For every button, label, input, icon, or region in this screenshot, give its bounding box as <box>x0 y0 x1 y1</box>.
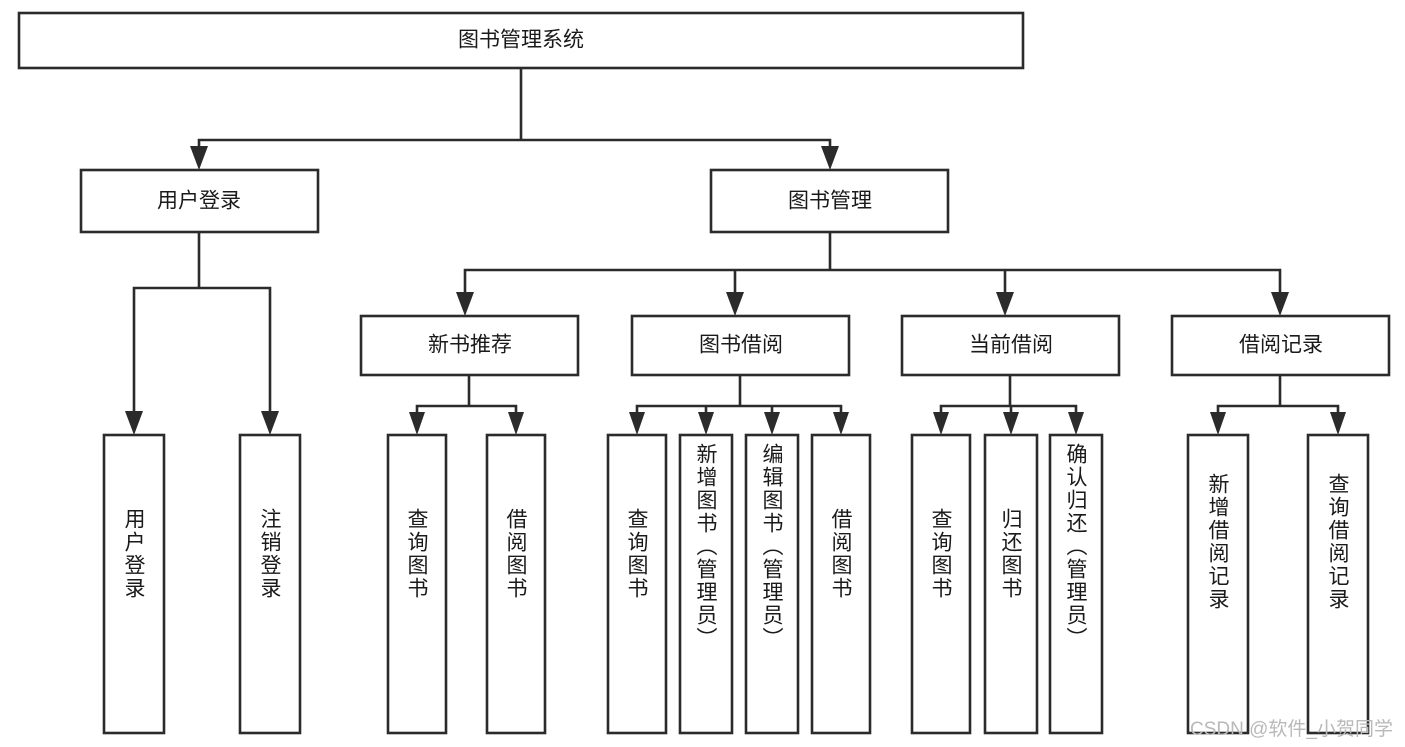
arrow-to-new-book-recommend <box>456 292 474 316</box>
node-borrow-record[interactable]: 借阅记录 <box>1170 314 1391 377</box>
node-box-leaf-user-login[interactable] <box>102 433 166 735</box>
leaf-label-user-login: 用户登录 <box>122 508 145 600</box>
leaf-label-edit-book-admin: 编辑图书（管理员） <box>760 443 783 650</box>
leaf-label-query-book-2: 查询图书 <box>625 508 648 600</box>
node-box-leaf-borrow-book-2[interactable] <box>810 433 872 735</box>
node-box-leaf-user-logout[interactable] <box>238 433 302 735</box>
leaf-label-add-book-admin: 新增图书（管理员） <box>694 443 717 650</box>
arrow-to-leaf-query-book-2 <box>629 412 645 435</box>
arrow-to-leaf-edit-book-admin <box>764 412 780 435</box>
node-box-user-login[interactable] <box>79 168 320 234</box>
node-user-login[interactable]: 用户登录 <box>79 168 320 234</box>
node-box-book-borrow[interactable] <box>630 314 851 377</box>
node-box-leaf-confirm-return-admin[interactable] <box>1048 433 1104 735</box>
node-label-book-borrow: 图书借阅 <box>699 334 783 357</box>
node-box-leaf-query-book-2[interactable] <box>606 433 668 735</box>
arrow-to-current-borrow <box>996 292 1014 316</box>
arrow-to-leaf-borrow-book-2 <box>833 412 849 435</box>
arrow-to-leaf-add-book-admin <box>698 412 714 435</box>
node-book-management-system[interactable]: 图书管理系统 <box>17 11 1025 70</box>
node-box-current-borrow[interactable] <box>900 314 1121 377</box>
connector-layer <box>125 66 1346 435</box>
node-box-leaf-query-book-3[interactable] <box>910 433 972 735</box>
arrow-to-leaf-query-book-1 <box>409 412 425 435</box>
arrow-to-leaf-query-borrow-record <box>1330 412 1346 435</box>
node-box-leaf-query-book-1[interactable] <box>386 433 448 735</box>
connector-new-book-recommend-branch <box>415 373 518 427</box>
node-book-borrow[interactable]: 图书借阅 <box>630 314 851 377</box>
connector-book-manage-branch <box>463 230 1282 308</box>
leaf-label-query-book-1: 查询图书 <box>405 508 428 600</box>
node-book-manage[interactable]: 图书管理 <box>709 168 950 234</box>
leaf-label-query-book-3: 查询图书 <box>929 508 952 600</box>
arrow-to-borrow-record <box>1271 292 1289 316</box>
leaf-label-borrow-book-2: 借阅图书 <box>829 508 852 600</box>
arrow-to-leaf-add-borrow-record <box>1210 412 1226 435</box>
arrow-to-leaf-user-logout <box>261 411 279 435</box>
node-box-root[interactable] <box>17 11 1025 70</box>
node-box-leaf-query-borrow-record[interactable] <box>1306 433 1370 735</box>
arrow-to-leaf-query-book-3 <box>933 412 949 435</box>
node-label-new-book-recommend: 新书推荐 <box>428 334 512 357</box>
connector-user-login-branch <box>132 230 272 427</box>
node-box-book-manage[interactable] <box>709 168 950 234</box>
arrow-to-leaf-borrow-book-1 <box>508 412 524 435</box>
leaf-label-add-borrow-record: 新增借阅记录 <box>1206 473 1229 611</box>
arrow-to-book-manage <box>821 146 839 170</box>
node-current-borrow[interactable]: 当前借阅 <box>900 314 1121 377</box>
node-box-leaf-borrow-book-1[interactable] <box>485 433 547 735</box>
arrow-to-leaf-return-book <box>1003 412 1019 435</box>
connector-root-trunk <box>197 66 832 162</box>
node-new-book-recommend[interactable]: 新书推荐 <box>359 314 580 377</box>
leaf-label-user-logout: 注销登录 <box>258 508 281 600</box>
node-label-book-manage: 图书管理 <box>788 190 872 213</box>
csdn-watermark: CSDN @软件_小贺同学 <box>1190 719 1393 740</box>
node-box-leaf-edit-book-admin[interactable] <box>744 433 800 735</box>
arrow-to-leaf-user-login <box>125 411 143 435</box>
leaf-label-return-book: 归还图书 <box>999 508 1022 600</box>
node-box-new-book-recommend[interactable] <box>359 314 580 377</box>
leaf-label-confirm-return-admin: 确认归还（管理员） <box>1064 443 1087 650</box>
leaf-label-query-borrow-record: 查询借阅记录 <box>1326 473 1349 611</box>
leaf-box-layer <box>102 433 1370 735</box>
node-label-root: 图书管理系统 <box>458 29 584 52</box>
arrow-to-user-login <box>190 146 208 170</box>
node-label-current-borrow: 当前借阅 <box>969 334 1053 357</box>
node-box-leaf-return-book[interactable] <box>983 433 1039 735</box>
leaf-label-borrow-book-1: 借阅图书 <box>504 508 527 600</box>
node-label-borrow-record: 借阅记录 <box>1239 334 1323 357</box>
connector-borrow-record-branch <box>1216 373 1340 427</box>
node-box-leaf-add-borrow-record[interactable] <box>1186 433 1250 735</box>
arrow-to-leaf-confirm-return-admin <box>1068 412 1084 435</box>
node-box-leaf-add-book-admin[interactable] <box>678 433 734 735</box>
node-box-borrow-record[interactable] <box>1170 314 1391 377</box>
connector-book-borrow-branch <box>635 373 843 427</box>
arrow-to-book-borrow <box>726 292 744 316</box>
node-label-user-login: 用户登录 <box>157 190 241 213</box>
